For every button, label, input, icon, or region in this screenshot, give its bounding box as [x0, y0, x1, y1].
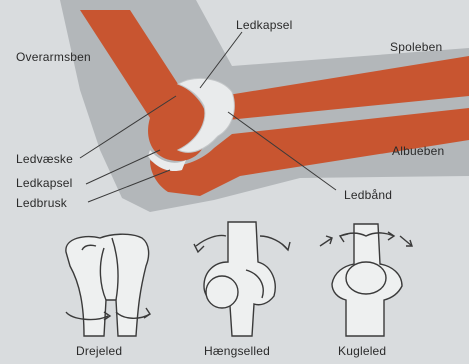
- hinge-joint-drawing: [194, 222, 290, 336]
- ball-socket-joint-drawing: [320, 224, 412, 336]
- label-ledbrusk: Ledbrusk: [16, 196, 67, 210]
- label-drejeled: Drejeled: [76, 344, 122, 358]
- label-spoleben: Spoleben: [390, 40, 442, 54]
- label-overarmsben: Overarmsben: [16, 50, 91, 64]
- label-ledkapsel-top: Ledkapsel: [236, 18, 293, 32]
- label-ledkapsel-left: Ledkapsel: [16, 176, 73, 190]
- pivot-joint-drawing: [66, 234, 150, 336]
- label-kugleled: Kugleled: [338, 344, 386, 358]
- label-ledvaeske: Ledvæske: [16, 152, 73, 166]
- label-haengselled: Hængselled: [204, 344, 270, 358]
- label-albueben: Albueben: [392, 144, 444, 158]
- label-ledbaand: Ledbånd: [344, 188, 392, 202]
